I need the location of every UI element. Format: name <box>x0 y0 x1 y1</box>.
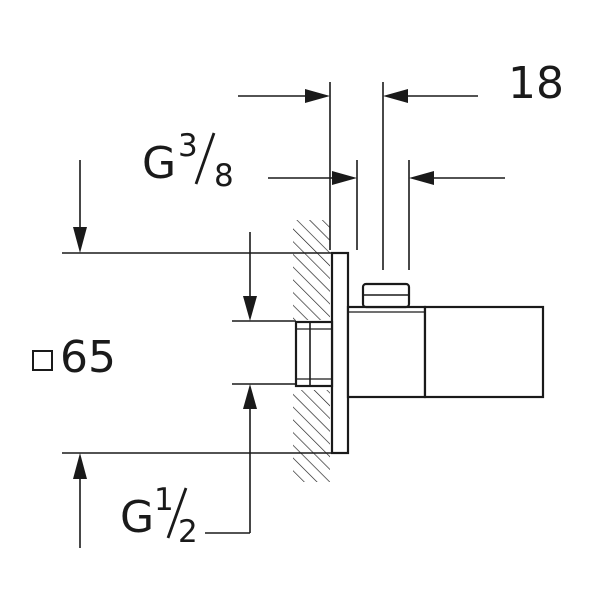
arrowhead-icon <box>383 89 408 103</box>
valve-handle <box>423 305 545 399</box>
valve-square-body <box>346 305 427 399</box>
dim-g12-label: G 1 2 <box>120 482 198 550</box>
dim-65-value: 65 <box>60 332 116 383</box>
arrowhead-icon <box>305 89 330 103</box>
arrowhead-icon <box>73 227 87 253</box>
dimension-lines <box>62 82 505 548</box>
arrowheads <box>73 89 434 479</box>
arrowhead-icon <box>73 453 87 479</box>
valve-body <box>294 251 545 455</box>
dim-g38-numerator: 3 <box>178 128 198 164</box>
dim-65-label: 65 <box>32 332 116 383</box>
arrowhead-icon <box>332 171 357 185</box>
arrowhead-icon <box>409 171 434 185</box>
arrowhead-icon <box>243 296 257 321</box>
dimension-labels: 18 G 3 8 65 G 1 2 <box>32 58 564 550</box>
dim-g38-prefix: G <box>142 138 176 189</box>
inlet-thread-g12 <box>294 320 334 388</box>
wall-flange <box>330 251 350 455</box>
fraction-slash-icon <box>194 132 216 185</box>
dim-g12-denominator: 2 <box>178 514 198 550</box>
fraction-slash-icon <box>166 487 188 539</box>
arrowhead-icon <box>243 384 257 409</box>
dim-g38-denominator: 8 <box>214 158 234 194</box>
dim-g12-numerator: 1 <box>154 482 174 518</box>
square-symbol-icon <box>32 350 53 371</box>
dim-18-label: 18 <box>508 58 564 109</box>
dim-g12-prefix: G <box>120 492 154 543</box>
dim-g38-label: G 3 8 <box>142 128 234 194</box>
